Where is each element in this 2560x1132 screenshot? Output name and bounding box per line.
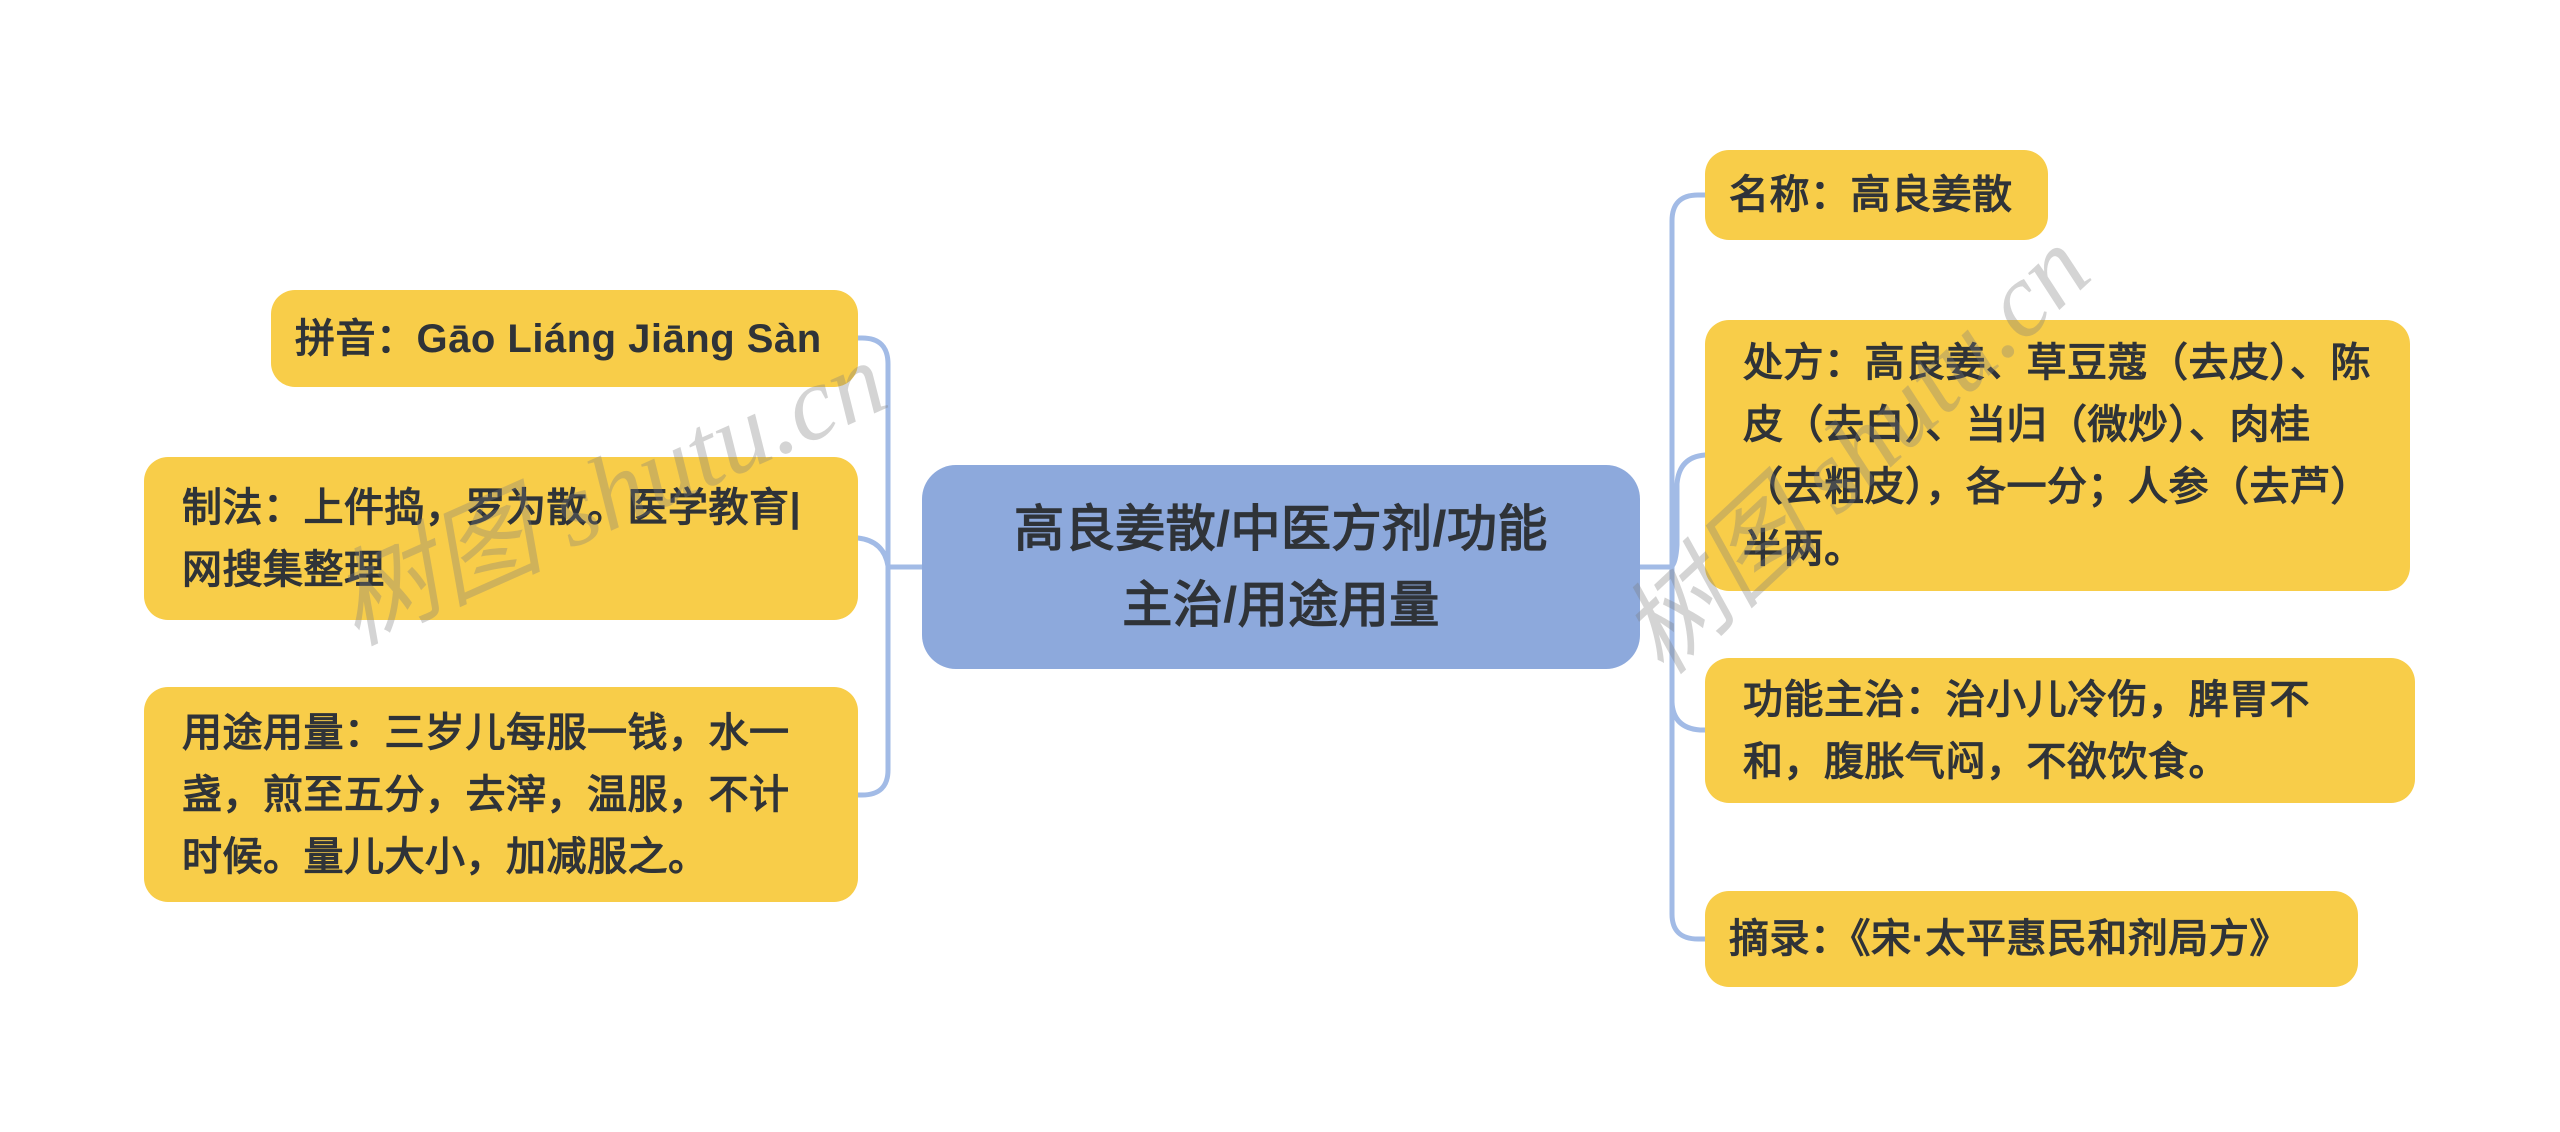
node-pinyin-label: 拼音：Gāo Liáng Jiāng Sàn: [295, 316, 822, 361]
node-mingcheng-label: 名称：高良姜散: [1729, 173, 2013, 217]
connector-gongneng: [1669, 699, 1708, 733]
node-central-topic[interactable]: 高良姜散/中医方剂/功能主治/用途用量: [922, 465, 1640, 669]
central-topic-label: 高良姜散/中医方剂/功能主治/用途用量: [1014, 501, 1548, 633]
node-chufang[interactable]: 处方：高良姜、草豆蔻（去皮）、陈皮（去白）、当归（微炒）、肉桂（去粗皮），各一分…: [1705, 320, 2410, 591]
connector-mingcheng: [1669, 192, 1708, 570]
node-pinyin[interactable]: 拼音：Gāo Liáng Jiāng Sàn: [271, 290, 858, 387]
connector-pinyin: [855, 335, 891, 570]
node-yongtu-label: 用途用量：三岁儿每服一钱，水一盏，煎至五分，去滓，温服，不计时候。量儿大小，加减…: [182, 710, 790, 879]
node-mingcheng[interactable]: 名称：高良姜散: [1705, 150, 2048, 240]
connector-yongtu: [855, 564, 891, 798]
node-zhailu[interactable]: 摘录：《宋·太平惠民和剂局方》: [1705, 891, 2358, 987]
connector-zhifa: [855, 535, 891, 569]
connector-chufang: [1669, 452, 1708, 569]
node-zhifa[interactable]: 制法：上件捣，罗为散。医学教育|网搜集整理: [144, 457, 858, 620]
node-zhifa-label: 制法：上件捣，罗为散。医学教育|网搜集整理: [182, 485, 802, 592]
node-chufang-label: 处方：高良姜、草豆蔻（去皮）、陈皮（去白）、当归（微炒）、肉桂（去粗皮），各一分…: [1743, 340, 2371, 571]
node-gongneng-zhuzhi[interactable]: 功能主治：治小儿冷伤，脾胃不和，腹胀气闷，不欲饮食。: [1705, 658, 2415, 803]
node-yongtu-yongliang[interactable]: 用途用量：三岁儿每服一钱，水一盏，煎至五分，去滓，温服，不计时候。量儿大小，加减…: [144, 687, 858, 902]
connector-zhailu: [1669, 564, 1708, 942]
node-gongneng-label: 功能主治：治小儿冷伤，脾胃不和，腹胀气闷，不欲饮食。: [1743, 677, 2310, 784]
node-zhailu-label: 摘录：《宋·太平惠民和剂局方》: [1729, 917, 2290, 961]
